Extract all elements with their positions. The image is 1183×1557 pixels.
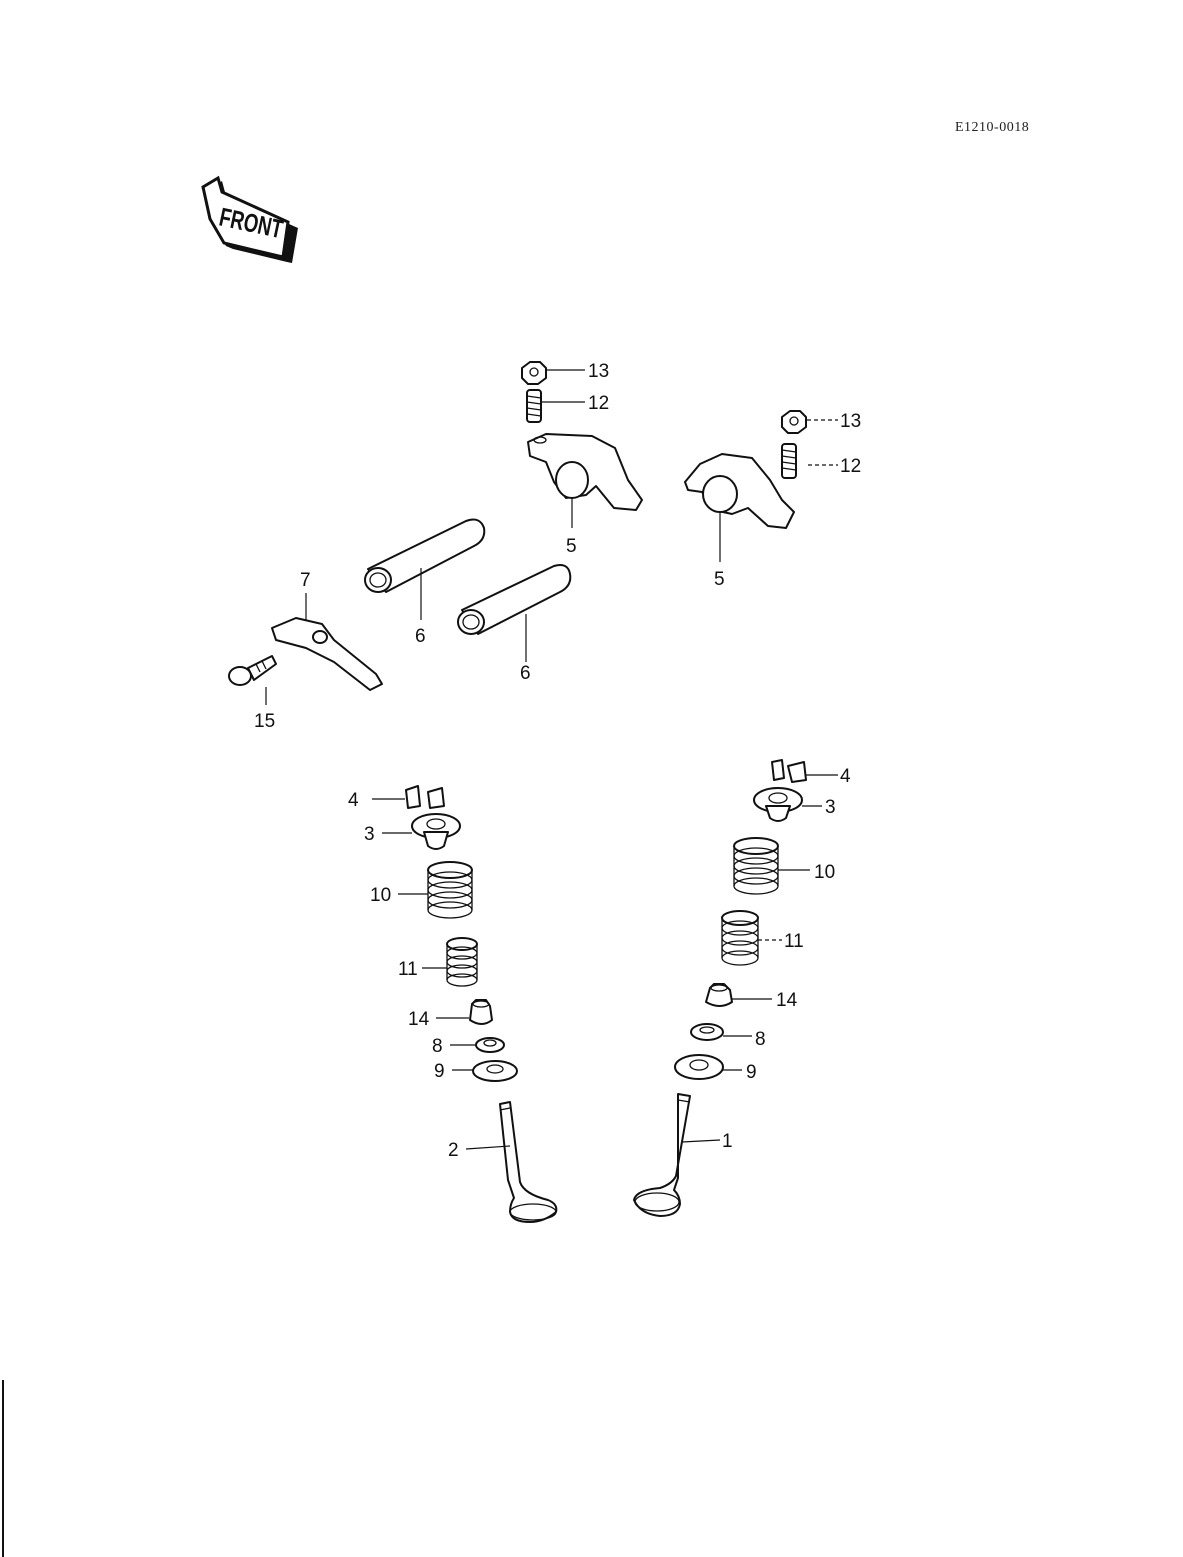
- callout-13-left: 13: [588, 361, 609, 382]
- inner-spring-left: [422, 937, 478, 987]
- spring-retainer-right: [753, 787, 822, 822]
- spring-seat-left: [450, 1037, 505, 1053]
- callout-8-left: 8: [432, 1036, 443, 1057]
- spring-seat-right: [690, 1023, 752, 1041]
- stem-seal-right: [705, 983, 772, 1007]
- callout-3-right: 3: [825, 797, 836, 818]
- callout-7: 7: [300, 570, 311, 591]
- rocker-shaft-upper: [364, 518, 486, 620]
- stem-seal-left: [436, 999, 493, 1025]
- callout-10-right: 10: [814, 862, 835, 883]
- outer-spring-right: [733, 837, 810, 895]
- rocker-arm-left: [527, 433, 643, 528]
- collets-left: [372, 785, 445, 809]
- front-arrow-icon: FRONT: [201, 175, 298, 263]
- callout-2: 2: [448, 1140, 459, 1161]
- bolt: [228, 655, 277, 705]
- collets-right: [771, 759, 838, 783]
- washer-left: [452, 1060, 518, 1082]
- washer-right: [674, 1054, 742, 1080]
- callout-13-right: 13: [840, 411, 861, 432]
- callout-5-right: 5: [714, 569, 725, 590]
- callout-8-right: 8: [755, 1029, 766, 1050]
- callout-4-right: 4: [840, 766, 851, 787]
- callout-14-left: 14: [408, 1009, 430, 1030]
- callout-3-left: 3: [364, 824, 375, 845]
- drawing-code: E1210-0018: [955, 120, 1030, 135]
- callout-5-left: 5: [566, 536, 577, 557]
- callout-9-left: 9: [434, 1061, 445, 1082]
- retaining-plate: [271, 593, 383, 691]
- callout-14-right: 14: [776, 990, 798, 1011]
- callout-6-upper: 6: [415, 626, 426, 647]
- callout-11-right: 11: [784, 931, 804, 952]
- callout-15: 15: [254, 711, 275, 732]
- rocker-arm-right: [684, 453, 795, 562]
- nut-right: [781, 410, 838, 434]
- callout-1: 1: [722, 1131, 733, 1152]
- exhaust-valve: [465, 1101, 558, 1223]
- callout-6-lower: 6: [520, 663, 531, 684]
- spring-retainer-left: [382, 813, 461, 850]
- callout-9-right: 9: [746, 1062, 757, 1083]
- nut-left: [521, 361, 585, 385]
- rocker-shaft-lower: [457, 564, 572, 662]
- intake-valve: [633, 1093, 721, 1217]
- callout-12-right: 12: [840, 456, 861, 477]
- stud-left: [526, 389, 585, 423]
- outer-spring-left: [398, 861, 473, 919]
- callout-4-left: 4: [348, 790, 359, 811]
- stud-right: [781, 443, 838, 479]
- callout-12-left: 12: [588, 393, 609, 414]
- callout-11-left: 11: [398, 959, 418, 980]
- callout-10-left: 10: [370, 885, 391, 906]
- inner-spring-right: [721, 910, 782, 966]
